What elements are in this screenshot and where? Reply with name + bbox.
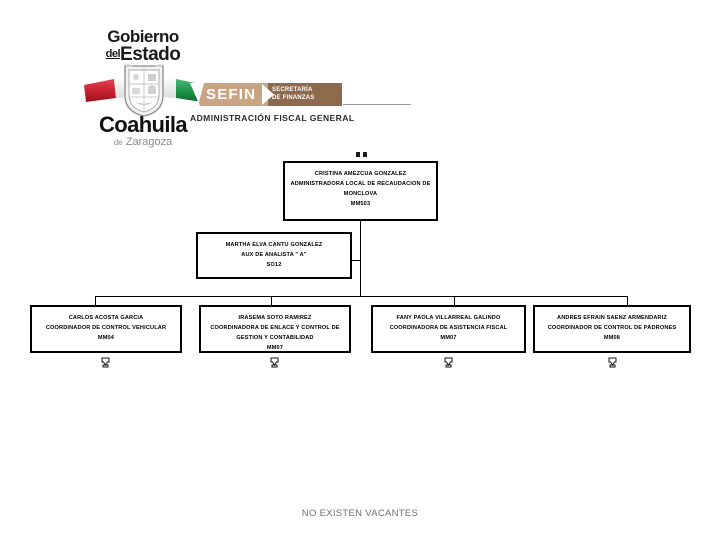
header-divider-rule (343, 104, 411, 105)
sefin-wordmark: SEFIN (206, 86, 257, 103)
department-label: ADMINISTRACIÓN FISCAL GENERAL (190, 113, 355, 123)
org-node-root-name: CRISTINA AMEZCUA GONZALEZ (314, 171, 407, 177)
org-node-subordinate-4[interactable]: ANDRES EFRAIN SAENZ ARMENDARIZ COORDINAD… (533, 305, 691, 353)
logo-text-coahuila: Coahuila (98, 111, 188, 137)
org-node-1-name: CARLOS ACOSTA GARCIA (68, 315, 144, 321)
sefin-subtitle-line1: SECRETARÍA (272, 87, 313, 93)
person-icon (444, 357, 453, 368)
org-node-2-title-line2: GESTION Y CONTABILIDAD (236, 335, 314, 341)
person-icon (356, 152, 367, 157)
logo-text-zaragoza: Zaragoza (125, 135, 173, 148)
person-icon (101, 357, 110, 368)
sefin-subtitle-line2: DE FINANZAS (272, 95, 315, 101)
org-node-subordinate-1[interactable]: CARLOS ACOSTA GARCIA COORDINADOR DE CONT… (30, 305, 182, 353)
org-node-4-name: ANDRES EFRAIN SAENZ ARMENDARIZ (557, 315, 667, 321)
org-node-assistant-title: AUX DE ANALISTA " A" (241, 252, 307, 258)
sefin-subtitle: SECRETARÍA DE FINANZAS (272, 86, 315, 102)
org-node-3-name: FANY PAOLA VILLARREAL GALINDO (396, 315, 501, 321)
org-node-3-code: MM07 (440, 335, 457, 341)
person-icon (608, 357, 617, 368)
org-node-4-code: MM08 (603, 335, 621, 341)
footer-note: NO EXISTEN VACANTES (301, 508, 419, 519)
org-node-4-title: COORDINADOR DE CONTROL DE PADRONES (547, 325, 677, 331)
connector-distribution-bar (95, 296, 627, 297)
header-logo-block: Gobierno delEstado Coahuila de Zaragoza (0, 0, 720, 150)
org-node-root-title-line1: ADMINISTRADORA LOCAL DE RECAUDACION DE (290, 181, 431, 187)
logo-text-de-zaragoza: de Zaragoza (88, 135, 198, 148)
org-node-root-title-line2: MONCLOVA (343, 191, 378, 197)
org-node-3-title: COORDINADORA DE ASISTENCIA FISCAL (389, 325, 508, 331)
org-node-root-code: MM503 (350, 201, 371, 207)
org-node-2-title-line1: COORDINADORA DE ENLACE Y CONTROL DE (210, 325, 340, 331)
connector-drop-3 (454, 296, 455, 305)
sefin-banner-graphic (190, 83, 342, 106)
org-node-1-code: MM04 (97, 335, 115, 341)
connector-drop-4 (627, 296, 628, 305)
org-node-1-title: COORDINADOR DE CONTROL VEHICULAR (45, 325, 167, 331)
org-node-subordinate-3[interactable]: FANY PAOLA VILLARREAL GALINDO COORDINADO… (371, 305, 526, 353)
logo-text-del: del (105, 48, 121, 61)
sefin-logo-block: SEFIN SECRETARÍA DE FINANZAS ADMINISTRAC… (190, 83, 405, 131)
connector-drop-2 (271, 296, 272, 305)
org-node-assistant[interactable]: MARTHA ELVA CANTU GONZALEZ AUX DE ANALIS… (196, 232, 352, 279)
gobierno-del-estado-logo: Gobierno delEstado Coahuila de Zaragoza (88, 27, 198, 148)
logo-text-del-estado: delEstado (88, 45, 198, 64)
logo-text-estado: Estado (120, 44, 181, 66)
coahuila-shield-icon (123, 64, 165, 117)
org-node-2-name: IRASEMA SOTO RAMIREZ (238, 315, 312, 321)
person-icon (270, 357, 279, 368)
connector-root-trunk (360, 221, 361, 296)
org-node-2-code: MM07 (266, 345, 284, 351)
logo-text-de: de (113, 137, 123, 147)
connector-assistant-stub (352, 260, 361, 261)
org-node-assistant-code: SO12 (266, 262, 282, 268)
logo-text-gobierno: Gobierno (107, 27, 179, 46)
org-node-subordinate-2[interactable]: IRASEMA SOTO RAMIREZ COORDINADORA DE ENL… (199, 305, 351, 353)
org-node-root[interactable]: CRISTINA AMEZCUA GONZALEZ ADMINISTRADORA… (283, 161, 438, 221)
org-node-assistant-name: MARTHA ELVA CANTU GONZALEZ (225, 242, 323, 248)
connector-drop-1 (95, 296, 96, 305)
